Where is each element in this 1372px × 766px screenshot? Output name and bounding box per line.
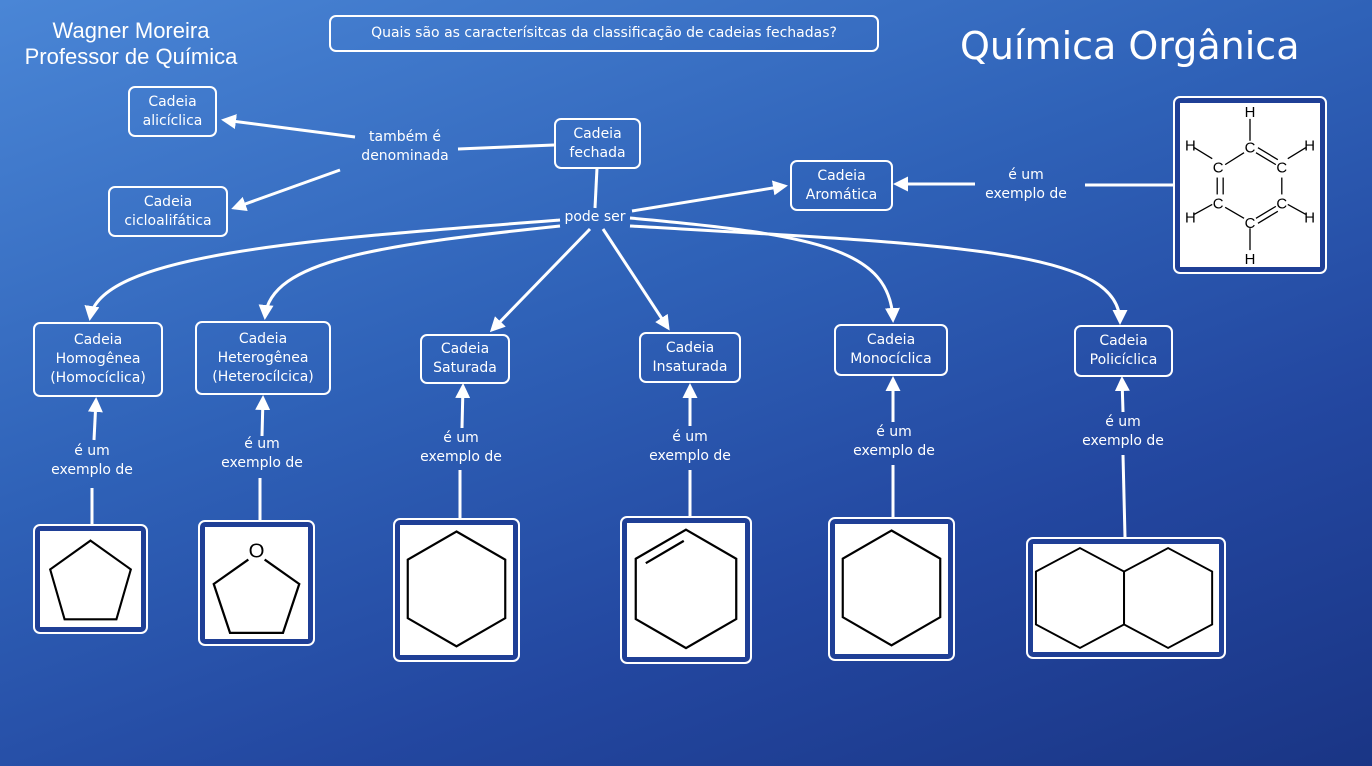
molecule-cyclopentane xyxy=(33,524,148,634)
molecule-tetrahydrofuran: O xyxy=(198,520,315,646)
link-pode-ser: pode ser xyxy=(564,209,626,225)
svg-text:H: H xyxy=(1245,252,1256,267)
author-block: Wagner Moreira Professor de Química xyxy=(0,18,262,70)
cyclohexane-icon xyxy=(406,530,507,648)
svg-text:H: H xyxy=(1185,139,1196,155)
molecule-decalin xyxy=(1026,537,1226,659)
svg-text:C: C xyxy=(1213,161,1224,177)
svg-text:C: C xyxy=(1276,196,1287,212)
cyclopentane-icon xyxy=(48,539,133,621)
question-text: Quais são as caracterísitcas da classifi… xyxy=(371,25,837,41)
molecule-cyclohexene xyxy=(620,516,752,664)
question-box: Quais são as caracterísitcas da classifi… xyxy=(329,15,879,52)
svg-text:O: O xyxy=(249,541,265,563)
author-name: Wagner Moreira xyxy=(52,18,210,43)
cyclohexene-icon xyxy=(634,528,738,650)
molecule-cyclohexane xyxy=(393,518,520,662)
svg-text:C: C xyxy=(1245,216,1256,232)
svg-text:C: C xyxy=(1276,161,1287,177)
tetrahydrofuran-icon: O xyxy=(212,541,301,635)
benzene-icon: H C H H C C C C H H C H xyxy=(1185,105,1315,267)
svg-text:H: H xyxy=(1304,210,1315,226)
svg-text:C: C xyxy=(1213,196,1224,212)
svg-text:C: C xyxy=(1245,141,1256,157)
svg-text:H: H xyxy=(1304,139,1315,155)
decalin-icon xyxy=(1034,546,1214,650)
author-role: Professor de Química xyxy=(24,44,238,69)
svg-text:H: H xyxy=(1245,105,1256,121)
cyclohexane-icon xyxy=(841,529,942,647)
molecule-benzene: H C H H C C C C H H C H xyxy=(1173,96,1327,274)
molecule-cyclohexane-mono xyxy=(828,517,955,661)
page-title: Química Orgânica xyxy=(960,24,1300,68)
svg-text:H: H xyxy=(1185,210,1196,226)
